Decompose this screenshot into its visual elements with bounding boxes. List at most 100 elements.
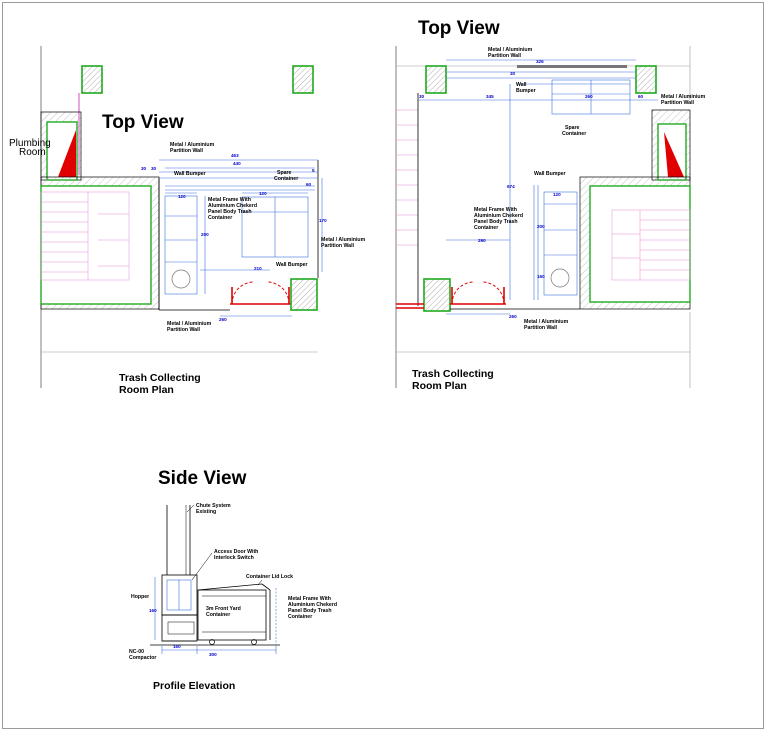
spare-container-label: Container: [562, 131, 586, 137]
plumbing-riser-mark: [58, 130, 76, 177]
left-plan-caption: Trash Collecting: [119, 372, 201, 384]
dimension-text: 345: [486, 94, 494, 99]
partition-wall-label: Partition Wall: [661, 100, 695, 106]
trash-container-label: Container: [474, 225, 498, 231]
profile-elevation-caption: Profile Elevation: [153, 680, 235, 692]
wall-bumper-label: Wall Bumper: [534, 171, 566, 177]
dimension-text: 120: [553, 192, 561, 197]
dimension-text: 30: [510, 71, 516, 76]
compactor-hole: [550, 268, 570, 288]
door-swing: [451, 281, 475, 305]
dimension-text: 200: [537, 224, 545, 229]
column: [290, 278, 318, 311]
dimension-text: 210: [254, 266, 262, 271]
door-swing: [481, 281, 505, 305]
column: [292, 65, 314, 94]
dimension-text: 674: [507, 184, 515, 189]
spare-container-label: Spare: [277, 170, 292, 176]
front-yard-container: [197, 589, 267, 641]
lid-lock-label: Container Lid Lock: [246, 574, 293, 580]
dimension-text: 326: [536, 59, 544, 64]
compactor-label: Compactor: [129, 655, 156, 661]
wheel: [251, 639, 257, 645]
left-plan-caption: Room Plan: [119, 384, 174, 396]
trash-container-label: Panel Body Trash: [474, 219, 518, 225]
side-view-elevation: Side View Chute System Existing Access D…: [129, 468, 337, 692]
partition-wall-label: Metal / Aluminium: [488, 47, 533, 53]
column: [81, 65, 103, 94]
trash-container-label: Aluminium Chekerd: [208, 203, 257, 209]
door-swing: [231, 281, 255, 305]
partition-wall-label: Partition Wall: [321, 243, 355, 249]
wall-bumper-label: Wall Bumper: [174, 171, 206, 177]
frame-label: Panel Body Trash: [288, 608, 332, 614]
dimension-text: 120: [259, 191, 267, 196]
dimension-text: 5: [312, 168, 315, 173]
wall-bumper-bar: [517, 65, 627, 68]
compactor-hole: [171, 269, 191, 289]
dimension-text: 160: [537, 274, 545, 279]
dimension-text: 260: [509, 314, 517, 319]
partition-wall-label: Partition Wall: [488, 53, 522, 59]
chute-label: Existing: [196, 509, 216, 515]
partition-wall-label: Metal / Aluminium: [661, 94, 706, 100]
column: [423, 278, 451, 312]
partition-wall-label: Metal / Aluminium: [524, 319, 569, 325]
wall-bumper-label: Wall Bumper: [276, 262, 308, 268]
compactor-panel: [167, 621, 195, 635]
dimension-text: 260: [219, 317, 227, 322]
dimension-text: 30: [419, 94, 425, 99]
frame-label: Aluminium Chekerd: [288, 602, 337, 608]
right-plan-caption: Trash Collecting: [412, 368, 494, 380]
frame-label: Metal Frame With: [288, 596, 331, 602]
dimension-text: 440: [233, 161, 241, 166]
side-view-title: Side View: [158, 468, 247, 489]
dimension-text: 160: [173, 644, 181, 649]
trash-container-label: Metal Frame With: [208, 197, 251, 203]
plumbing-riser-mark: [664, 132, 684, 177]
partition-wall-label: Partition Wall: [170, 148, 204, 154]
dimension-text: 120: [178, 194, 186, 199]
container-label: 3m Front Yard: [206, 606, 241, 612]
dimension-text: 290: [478, 238, 486, 243]
spare-container-label: Spare: [565, 125, 580, 131]
dimension-text: 60: [638, 94, 644, 99]
dimension-text: 30: [151, 166, 157, 171]
dimension-text: 30: [141, 166, 147, 171]
partition-wall-label: Partition Wall: [524, 325, 558, 331]
hopper-label: Hopper: [131, 594, 149, 600]
stair-outline: [40, 191, 130, 281]
dimension-text: 463: [231, 153, 239, 158]
trash-container-label: Aluminium Chekerd: [474, 213, 523, 219]
plumbing-room-label: Room: [19, 147, 46, 158]
compactor: [161, 614, 198, 642]
stair-treads: [41, 201, 129, 273]
column: [425, 65, 447, 94]
stair-core: [40, 185, 152, 305]
stair-treads: [612, 210, 690, 280]
dimension-text: 170: [319, 218, 327, 223]
wheel: [209, 639, 215, 645]
dimension-text: 300: [209, 652, 217, 657]
stair-lines: [396, 109, 418, 246]
container-label: Container: [206, 612, 230, 618]
dimension-text: 60: [306, 182, 312, 187]
plumbing-room-label: Plumbing: [9, 138, 51, 149]
left-top-view-plan: Top View Plumbing Room Metal / Aluminium…: [9, 46, 366, 396]
partition-wall-label: Metal / Aluminium: [170, 142, 215, 148]
access-door-label: Access Door With: [214, 549, 258, 555]
door-swing: [266, 281, 290, 305]
wall-bumper-label: Bumper: [516, 88, 536, 94]
dimension-text: 200: [201, 232, 209, 237]
chute-label: Chute System: [196, 503, 231, 509]
compactor-label: NC-00: [129, 649, 144, 655]
right-plan-caption: Room Plan: [412, 380, 467, 392]
partition-wall-label: Partition Wall: [167, 327, 201, 333]
right-plan-title: Top View: [418, 18, 500, 39]
partition-wall-label: Metal / Aluminium: [167, 321, 212, 327]
trash-container-frame: [164, 195, 198, 295]
partition-wall-label: Metal / Aluminium: [321, 237, 366, 243]
